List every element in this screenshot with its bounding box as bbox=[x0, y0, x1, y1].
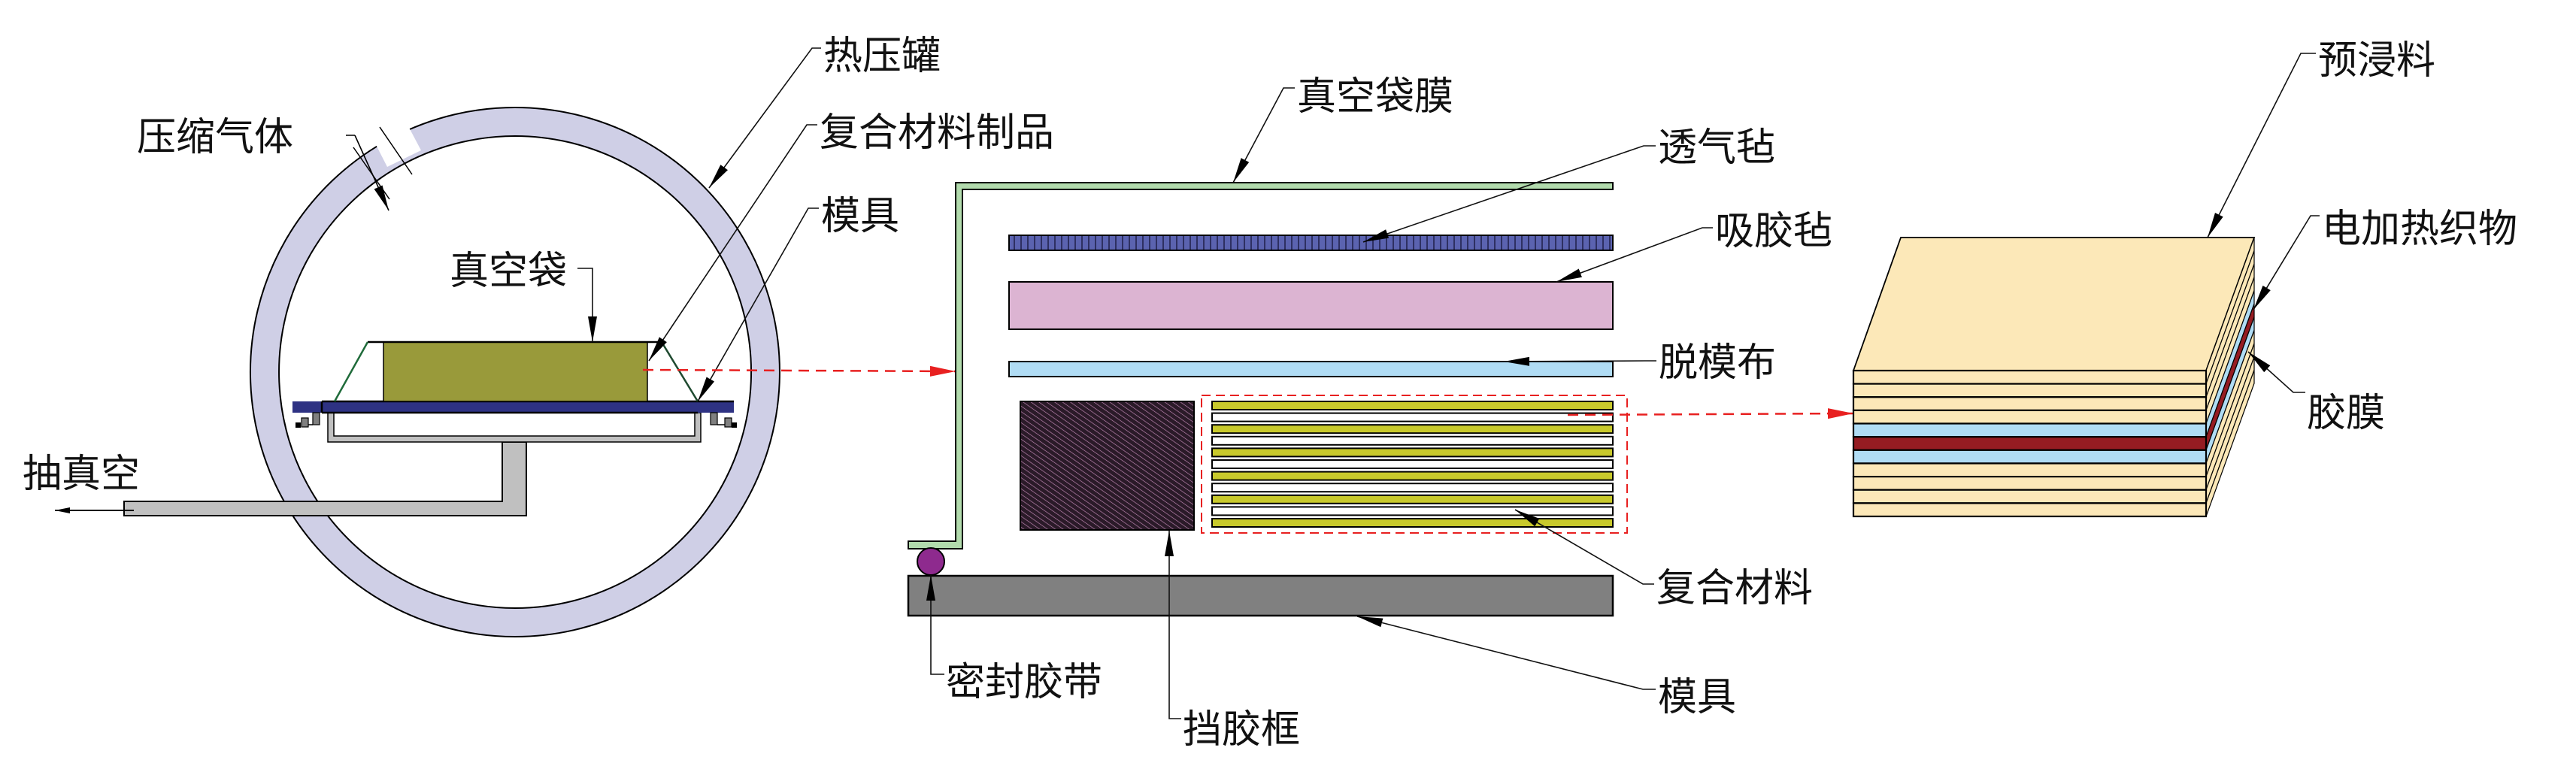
composite-ply bbox=[1211, 401, 1614, 410]
autoclave-panel bbox=[55, 72, 780, 637]
layup-labels: 预浸料 电加热织物 胶膜 bbox=[2207, 38, 2517, 436]
layup-layer-adhesive-film bbox=[1852, 422, 2208, 438]
label-bleeder: 吸胶毡 bbox=[1715, 209, 1832, 254]
layup-top-face bbox=[1852, 237, 2256, 371]
interlayer bbox=[1211, 435, 1614, 446]
label-mold-2: 模具 bbox=[1658, 675, 1736, 720]
label-sealant-tape: 密封胶带 bbox=[946, 660, 1102, 705]
layup-layer-prepreg bbox=[1852, 369, 2208, 385]
label-dam-frame: 挡胶框 bbox=[1183, 707, 1300, 752]
bleeder-layer bbox=[1008, 281, 1614, 330]
bag-film bbox=[908, 182, 1614, 549]
composite-part bbox=[383, 341, 648, 402]
dam-frame bbox=[1020, 401, 1195, 531]
sealant-tape bbox=[917, 547, 945, 576]
autoclave-labels: 压缩气体 热压罐 复合材料制品 模具 真空袋 抽真空 bbox=[23, 34, 1054, 497]
callout-arrow-2 bbox=[1567, 408, 1854, 419]
interlayer bbox=[1211, 506, 1614, 516]
composite-ply bbox=[1211, 424, 1614, 434]
label-composite: 复合材料 bbox=[1656, 566, 1813, 611]
gas-inlet bbox=[346, 72, 421, 211]
label-release-cloth: 脱模布 bbox=[1659, 341, 1776, 386]
layup-layer-prepreg bbox=[1852, 396, 2208, 411]
layup-side-face bbox=[2205, 237, 2255, 517]
vacuum-pipe bbox=[55, 412, 702, 516]
callout-arrow-1 bbox=[642, 365, 956, 377]
layup-front-face bbox=[1852, 369, 2208, 518]
layup-layer-prepreg bbox=[1852, 489, 2208, 504]
label-vacuum-bag: 真空袋 bbox=[450, 249, 567, 294]
mold-block bbox=[907, 574, 1614, 617]
composite-ply bbox=[1211, 471, 1614, 481]
layup-layer-prepreg bbox=[1852, 383, 2208, 398]
layup-layer-heating-fabric bbox=[1852, 436, 2208, 451]
label-breather: 透气毡 bbox=[1658, 126, 1775, 171]
label-prepreg: 预浸料 bbox=[2318, 38, 2435, 83]
label-autoclave: 热压罐 bbox=[823, 34, 941, 79]
composite-ply bbox=[1211, 447, 1614, 458]
composite-ply-stack bbox=[1211, 401, 1614, 528]
layup-layer-adhesive-film bbox=[1852, 449, 2208, 465]
label-adhesive-film: 胶膜 bbox=[2307, 391, 2385, 436]
layup-layer-prepreg bbox=[1852, 462, 2208, 478]
label-heating-fabric: 电加热织物 bbox=[2322, 207, 2517, 252]
layup-layer-prepreg bbox=[1852, 475, 2208, 491]
interlayer bbox=[1211, 459, 1614, 469]
label-vacuum-pump: 抽真空 bbox=[23, 452, 140, 497]
label-mold: 模具 bbox=[821, 194, 899, 239]
composite-ply bbox=[1211, 494, 1614, 504]
composite-ply bbox=[1211, 518, 1614, 528]
interlayer bbox=[1211, 483, 1614, 493]
vacuum-bag-labels: 真空袋膜 透气毡 吸胶毡 脱模布 复合材料 模具 密封胶带 挡胶框 bbox=[926, 74, 1832, 752]
label-bag-film: 真空袋膜 bbox=[1297, 74, 1453, 120]
clamp-right bbox=[710, 412, 737, 428]
mold-plate bbox=[292, 401, 734, 413]
breather-layer bbox=[1008, 235, 1614, 251]
autoclave-wall bbox=[250, 107, 780, 637]
composite-callout-box bbox=[1201, 395, 1628, 534]
clamp-left bbox=[295, 412, 320, 428]
layup-layer-prepreg bbox=[1852, 502, 2208, 518]
interlayer bbox=[1211, 412, 1614, 422]
label-composite-part: 复合材料制品 bbox=[820, 110, 1054, 156]
release-cloth-layer bbox=[1008, 361, 1614, 377]
layup-layer-prepreg bbox=[1852, 409, 2208, 425]
label-compressed-gas: 压缩气体 bbox=[137, 115, 293, 160]
layup-panel bbox=[1852, 237, 2256, 518]
vacuum-bag-panel bbox=[907, 182, 1628, 617]
